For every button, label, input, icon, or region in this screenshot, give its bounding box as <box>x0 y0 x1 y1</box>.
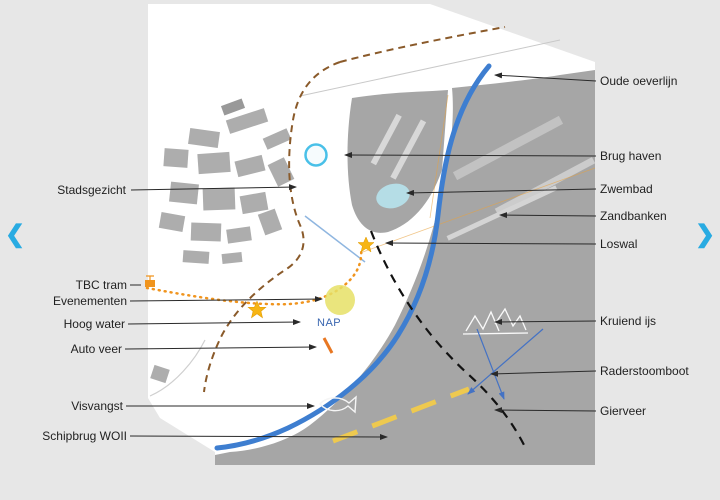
faint-map-lines <box>359 94 596 254</box>
annotation-raderstoomboot: Raderstoomboot <box>600 364 689 378</box>
event-star-icon <box>247 300 267 319</box>
annotation-loswal: Loswal <box>600 237 638 251</box>
loswal-star-icon <box>357 236 375 253</box>
beach-route-yellow <box>332 386 470 444</box>
annotation-zandbanken: Zandbanken <box>600 209 667 223</box>
road-line <box>149 339 206 397</box>
annotation-schipbrug-woii: Schipbrug WOII <box>42 429 127 443</box>
annotation-stadsgezicht: Stadsgezicht <box>57 183 126 197</box>
annotation-brug-haven: Brug haven <box>600 149 662 163</box>
swimming-area <box>376 183 410 209</box>
tram-route-dotted <box>145 247 363 306</box>
carousel-next-button[interactable]: ❯ <box>694 220 716 250</box>
bridge-line <box>304 215 366 263</box>
annotation-hoog-water: Hoog water <box>63 317 125 331</box>
annotation-evenementen: Evenementen <box>52 294 127 308</box>
annotation-zwembad: Zwembad <box>600 182 653 196</box>
map-edge-line <box>299 39 561 97</box>
auto-veer-mark <box>322 337 334 354</box>
winter-dike-dashed <box>369 230 527 450</box>
annotation-tbc-tram: TBC tram <box>75 278 127 292</box>
annotation-visvangst: Visvangst <box>71 399 123 413</box>
annotation-oude-oeverlijn: Oude oeverlijn <box>600 74 678 88</box>
annotation-gierveer: Gierveer <box>600 404 647 418</box>
city-blocks <box>150 98 295 384</box>
fish-icon <box>319 395 357 414</box>
leader-lines <box>124 72 597 440</box>
event-area <box>325 285 355 315</box>
nap-label: NAP <box>317 317 342 329</box>
annotation-auto-veer: Auto veer <box>70 342 122 356</box>
annotation-kruiend-ijs: Kruiend ijs <box>600 314 657 328</box>
river-line <box>214 63 492 451</box>
chevron-left-icon: ❮ <box>4 221 26 248</box>
chevron-right-icon: ❯ <box>694 221 716 248</box>
ferry-route-lines <box>467 328 544 400</box>
harbor-bridge-circle <box>304 143 328 167</box>
old-shoreline-dashed <box>203 26 506 393</box>
ice-sketch <box>462 307 529 335</box>
tram-icon <box>145 275 155 287</box>
carousel-prev-button[interactable]: ❮ <box>4 220 26 250</box>
